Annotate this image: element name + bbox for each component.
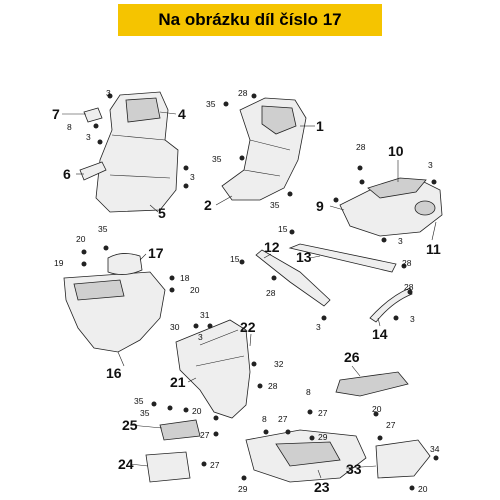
label-35-a: 35 xyxy=(206,99,216,109)
callout-4: 4 xyxy=(178,106,186,122)
label-15-b: 15 xyxy=(230,254,240,264)
callout-5: 5 xyxy=(158,205,166,221)
label-20-a: 20 xyxy=(76,234,86,244)
fasteners xyxy=(81,93,439,491)
callout-22: 22 xyxy=(240,319,256,335)
label-15-a: 15 xyxy=(278,224,288,234)
part-front-shield xyxy=(221,97,307,201)
label-35-f: 35 xyxy=(140,408,150,418)
label-31: 31 xyxy=(200,310,210,320)
callout-6: 6 xyxy=(63,166,71,182)
label-35-b: 35 xyxy=(212,154,222,164)
label-28-a: 28 xyxy=(238,88,248,98)
label-28-b: 28 xyxy=(356,142,366,152)
label-27-b: 27 xyxy=(210,460,220,470)
label-27-c: 27 xyxy=(318,408,328,418)
callout-16: 16 xyxy=(106,365,122,381)
part-17-cover xyxy=(107,253,143,275)
title-banner: Na obrázku díl číslo 17 xyxy=(118,4,382,36)
callout-14: 14 xyxy=(372,326,388,342)
part-clip-7 xyxy=(83,107,103,123)
callout-numbers: 1 2 4 5 6 7 9 10 11 12 13 14 16 17 21 22… xyxy=(52,106,441,495)
part-leg-shield xyxy=(175,319,251,419)
part-front-inner-panel xyxy=(79,91,179,213)
label-29-b: 29 xyxy=(238,484,248,494)
callout-26: 26 xyxy=(344,349,360,365)
callout-10: 10 xyxy=(388,143,404,159)
label-27-e: 27 xyxy=(386,420,396,430)
callout-1: 1 xyxy=(316,118,324,134)
label-27-d: 27 xyxy=(278,414,288,424)
label-3-b: 3 xyxy=(86,132,91,142)
label-28-f: 28 xyxy=(268,381,278,391)
label-27-a: 27 xyxy=(200,430,210,440)
callout-2: 2 xyxy=(204,197,212,213)
label-3-e: 3 xyxy=(398,236,403,246)
label-28-c: 28 xyxy=(402,258,412,268)
part-26-mat xyxy=(335,371,409,397)
label-35-e: 35 xyxy=(134,396,144,406)
callout-7: 7 xyxy=(52,106,60,122)
label-32: 32 xyxy=(274,359,284,369)
label-20-b: 20 xyxy=(190,285,200,295)
label-8-a: 8 xyxy=(67,122,72,132)
label-8-b: 8 xyxy=(306,387,311,397)
label-30: 30 xyxy=(170,322,180,332)
part-strip-6 xyxy=(79,161,107,181)
hardware-labels: 3 8 3 3 28 35 35 35 28 3 15 3 28 35 20 1… xyxy=(54,88,440,494)
callout-9: 9 xyxy=(316,198,324,214)
part-side-strips xyxy=(255,243,413,323)
label-35-d: 35 xyxy=(98,224,108,234)
part-under-seat-storage xyxy=(63,253,166,353)
callout-21: 21 xyxy=(170,374,186,390)
label-20-d: 20 xyxy=(372,404,382,414)
part-33-skid xyxy=(375,439,431,479)
part-rear-cowl xyxy=(339,177,443,237)
callout-11: 11 xyxy=(426,241,441,257)
leader-lines xyxy=(62,111,437,479)
label-29-a: 29 xyxy=(318,432,328,442)
label-28-e: 28 xyxy=(404,282,414,292)
label-28-d: 28 xyxy=(266,288,276,298)
label-3-d: 3 xyxy=(428,160,433,170)
banner-text: Na obrázku díl číslo 17 xyxy=(158,10,342,29)
label-20-c: 20 xyxy=(192,406,202,416)
part-floor-panel xyxy=(245,429,367,483)
label-3-a: 3 xyxy=(106,88,111,98)
label-8-c: 8 xyxy=(262,414,267,424)
label-3-c: 3 xyxy=(190,172,195,182)
label-18: 18 xyxy=(180,273,190,283)
callout-12: 12 xyxy=(264,239,280,255)
callout-23: 23 xyxy=(314,479,330,495)
label-3-f: 3 xyxy=(316,322,321,332)
part-small-covers xyxy=(145,419,201,483)
label-3-h: 3 xyxy=(198,332,203,342)
label-19: 19 xyxy=(54,258,64,268)
label-35-c: 35 xyxy=(270,200,280,210)
callout-13: 13 xyxy=(296,249,312,265)
callout-33: 33 xyxy=(346,461,362,477)
callout-17: 17 xyxy=(148,245,164,261)
label-3-g: 3 xyxy=(410,314,415,324)
label-20-e: 20 xyxy=(418,484,428,494)
callout-25: 25 xyxy=(122,417,138,433)
label-34: 34 xyxy=(430,444,440,454)
callout-24: 24 xyxy=(118,456,134,472)
